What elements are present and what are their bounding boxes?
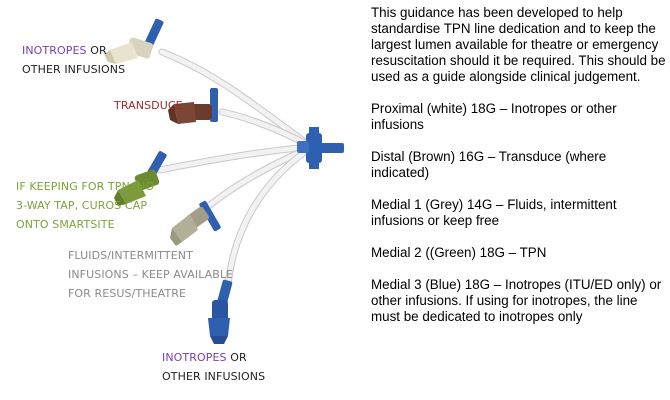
label-tpn: IF KEEPING FOR TPN, NO 3-WAY TAP, CUROS … — [16, 177, 154, 234]
label-fluids-line3: FOR RESUS/THEATRE — [68, 287, 187, 300]
label-transduce: TRANSDUCE — [114, 99, 183, 112]
guidance-medial1: Medial 1 (Grey) 14G – Fluids, intermitte… — [371, 197, 617, 228]
label-tpn-line1: IF KEEPING FOR TPN, NO — [16, 180, 155, 193]
guidance-medial3: Medial 3 (Blue) 18G – Inotropes (ITU/ED … — [371, 277, 662, 324]
connector-medial1 — [170, 206, 210, 246]
connector-medial3 — [208, 300, 230, 344]
label-fluids-line1: FLUIDS/INTERMITTENT — [68, 249, 193, 262]
connector-medial2 — [114, 169, 160, 206]
guidance-medial2: Medial 2 ((Green) 18G – TPN — [371, 245, 547, 260]
connector-distal — [168, 102, 212, 124]
label-inotropes-top-or: OR — [86, 44, 107, 57]
label-fluids: FLUIDS/INTERMITTENT INFUSIONS – KEEP AVA… — [68, 246, 233, 303]
guidance-intro: This guidance has been developed to help… — [371, 5, 666, 84]
label-tpn-line3: ONTO SMARTSITE — [16, 218, 115, 231]
label-inotropes-bottom: INOTROPES OR OTHER INFUSIONS — [162, 348, 265, 386]
catheter-hub — [297, 127, 344, 169]
catheter-illustration — [104, 18, 344, 344]
label-other-infusions-bottom: OTHER INFUSIONS — [162, 370, 266, 383]
label-other-infusions-top: OTHER INFUSIONS — [22, 63, 126, 76]
label-inotropes-top: INOTROPES OR OTHER INFUSIONS — [22, 41, 125, 79]
catheter-diagram: INOTROPES OR OTHER INFUSIONS TRANSDUCE I… — [16, 18, 344, 386]
connector-proximal — [104, 37, 154, 64]
label-tpn-line2: 3-WAY TAP, CUROS CAP — [16, 199, 148, 212]
label-inotropes-bottom-word: INOTROPES — [162, 351, 227, 364]
label-inotropes-bottom-or: OR — [226, 351, 247, 364]
guidance-text: This guidance has been developed to help… — [371, 5, 666, 341]
label-inotropes-top-word: INOTROPES — [22, 44, 87, 57]
clamp-medial1 — [199, 200, 221, 232]
guidance-distal: Distal (Brown) 16G – Transduce (where in… — [371, 149, 607, 180]
label-fluids-line2: INFUSIONS – KEEP AVAILABLE — [68, 268, 234, 281]
guidance-proximal: Proximal (white) 18G – Inotropes or othe… — [371, 101, 617, 132]
